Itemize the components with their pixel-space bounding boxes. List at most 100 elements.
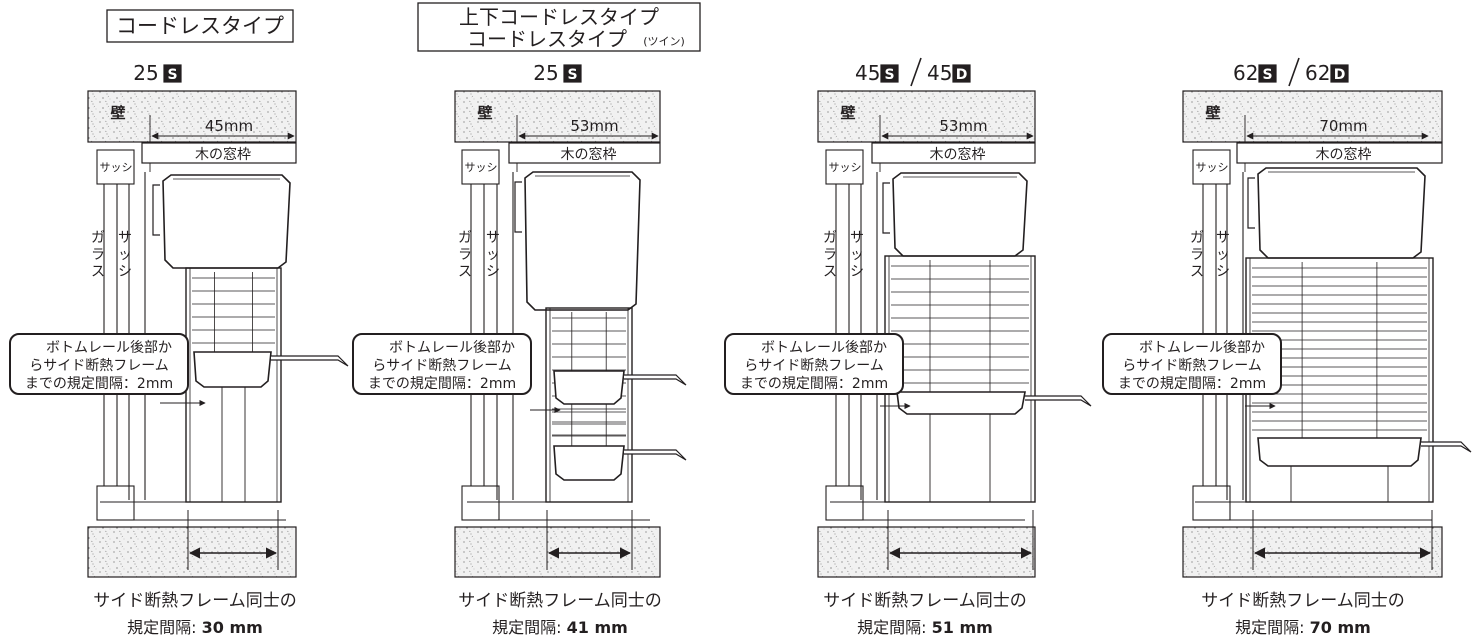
glass-label: ス: [823, 264, 837, 280]
caption-spacing: 規定間隔: 30 mm: [127, 618, 263, 637]
pull-handle: [624, 449, 687, 461]
wood-frame: [1236, 142, 1443, 164]
caption-spacing: 規定間隔: 51 mm: [857, 618, 993, 637]
title-line: コードレスタイプ: [467, 27, 627, 51]
caption-prefix: 規定間隔:: [492, 618, 566, 637]
model-badge-letter: S: [167, 67, 177, 83]
caption-value: 30 mm: [202, 618, 263, 637]
caption-value: 70 mm: [1310, 618, 1371, 637]
callout-text: ボトムレール後部か: [761, 340, 887, 356]
wall-label: 壁: [477, 104, 492, 122]
depth-label: 53mm: [939, 117, 987, 135]
slash: [910, 57, 922, 87]
bottom-rail: [1257, 437, 1422, 467]
model-badge-letter: S: [567, 67, 577, 83]
callout-text: らサイド断熱フレーム: [29, 358, 169, 374]
inner-sash-label: シ: [850, 264, 864, 280]
callout-text: らサイド断熱フレーム: [372, 358, 512, 374]
frame-label: 木の窓枠: [195, 146, 251, 163]
wall-label: 壁: [1205, 104, 1220, 122]
glass-label: ス: [458, 264, 472, 280]
inner-sash-label: ッ: [1216, 247, 1230, 263]
sash-label: サッシ: [1196, 161, 1229, 174]
sash-bottom-block: [96, 485, 135, 521]
wall-label: 壁: [840, 104, 855, 122]
callout-text: までの規定間隔：2mm: [1118, 376, 1266, 392]
glass-label: ラ: [1190, 247, 1204, 263]
caption-prefix: 規定間隔:: [1235, 618, 1309, 637]
slash: [1288, 57, 1300, 87]
caption-prefix: 規定間隔:: [127, 618, 201, 637]
model-badge-letter: D: [1334, 67, 1346, 83]
title-suffix: (ツイン): [643, 35, 685, 48]
inner-sash-label: サ: [1216, 230, 1230, 246]
glass-label: ガ: [823, 230, 837, 246]
title-box: [106, 9, 294, 43]
sash-label: サッシ: [829, 161, 862, 174]
model-badge-box: [952, 64, 971, 83]
wall-bottom: [1182, 526, 1443, 578]
model-badge-box: [880, 64, 899, 83]
model-badge-box: [1330, 64, 1349, 83]
model-number: 45: [927, 61, 952, 85]
glass-label: ラ: [458, 247, 472, 263]
sash-bottom-block: [461, 485, 500, 521]
bottom-rail: [553, 370, 625, 405]
pull-handle: [1025, 395, 1092, 407]
caption-line: サイド断熱フレーム同士の: [93, 591, 297, 611]
head-rail: [892, 172, 1028, 257]
pull-handle: [271, 355, 349, 367]
mount-bracket: [514, 181, 522, 233]
caption-spacing: 規定間隔: 41 mm: [492, 618, 628, 637]
model-badge-box: [1258, 64, 1277, 83]
wood-frame: [871, 142, 1036, 164]
sash-bottom-block: [1192, 485, 1231, 521]
side-insulation-frame: [545, 307, 633, 503]
callout-text: ボトムレール後部か: [1139, 340, 1265, 356]
bottom-rail: [193, 351, 272, 388]
callout-text: までの規定間隔：2mm: [740, 376, 888, 392]
glass-label: ガ: [1190, 230, 1204, 246]
caption-line: サイド断熱フレーム同士の: [823, 591, 1027, 611]
inner-sash-label: ッ: [486, 247, 500, 263]
title-box: [417, 2, 701, 52]
model-badge-letter: S: [1262, 67, 1272, 83]
callout-text: ボトムレール後部か: [46, 340, 172, 356]
caption-spacing: 規定間隔: 70 mm: [1235, 618, 1371, 637]
glass-label: ラ: [91, 247, 105, 263]
model-badge-box: [163, 64, 182, 83]
caption-value: 41 mm: [567, 618, 628, 637]
inner-sash-label: シ: [1216, 264, 1230, 280]
side-insulation-frame: [884, 255, 1036, 503]
head-rail: [524, 171, 641, 311]
callout-text: ボトムレール後部か: [389, 340, 515, 356]
sash-label: サッシ: [465, 161, 498, 174]
caption-value: 51 mm: [932, 618, 993, 637]
callout-box: [1102, 333, 1282, 395]
frame-label: 木の窓枠: [1316, 146, 1372, 163]
inner-sash-label: ッ: [850, 247, 864, 263]
inner-sash-label: ッ: [118, 247, 132, 263]
callout-box: [352, 333, 532, 395]
mount-bracket: [152, 184, 160, 236]
glass-label: ガ: [458, 230, 472, 246]
model-badge-box: [563, 64, 582, 83]
wall-bottom: [817, 526, 1036, 578]
wall-top: [1182, 90, 1443, 143]
title-line: コードレスタイプ: [116, 14, 284, 38]
wood-frame: [508, 142, 661, 164]
callout-box: [724, 333, 904, 395]
wall-bottom: [454, 526, 661, 578]
caption-prefix: 規定間隔:: [857, 618, 931, 637]
wood-frame: [141, 142, 297, 164]
frame-label: 木の窓枠: [561, 146, 617, 163]
depth-label: 45mm: [205, 117, 253, 135]
sash-label: サッシ: [100, 161, 133, 174]
head-rail: [1257, 167, 1426, 259]
inner-sash-label: サ: [118, 230, 132, 246]
sash-top-block: [825, 149, 864, 185]
frame-label: 木の窓枠: [930, 146, 986, 163]
